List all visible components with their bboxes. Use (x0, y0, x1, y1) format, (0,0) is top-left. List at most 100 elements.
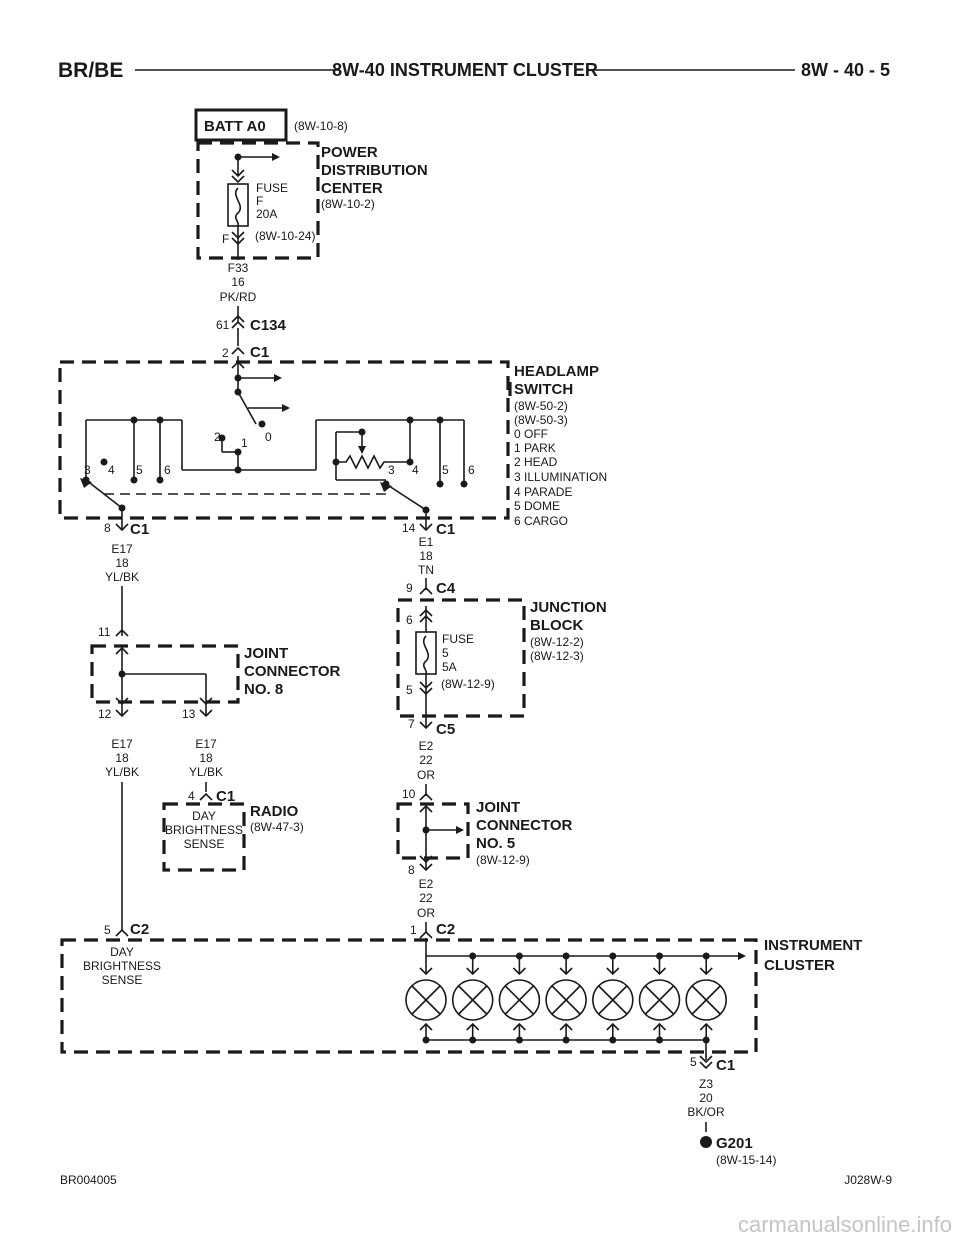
cluster-c2-left-connector: C2 (130, 921, 149, 938)
jb-fuse-ref: (8W-12-9) (441, 677, 495, 691)
jb-title-2: BLOCK (530, 617, 583, 634)
wire-e17-a-circuit: E17 (111, 542, 133, 556)
cluster-c1-pin: 5 (690, 1055, 697, 1069)
jb-ref-2: (8W-12-3) (530, 649, 584, 663)
joint5-ref: (8W-12-9) (476, 853, 530, 867)
pdc-ref: (8W-10-2) (321, 197, 375, 211)
pdc-fuse-ref: (8W-10-24) (255, 229, 315, 243)
lamp-icon (545, 952, 587, 1044)
wire-e2-b-color: OR (417, 906, 435, 920)
joint8-pin-out2: 13 (182, 707, 196, 721)
jb-pin-bottom: 5 (406, 683, 413, 697)
headlamp-ref-1: (8W-50-2) (514, 399, 568, 413)
right-num-6: 6 (468, 463, 475, 477)
headlamp-c1-outputs: 8 C1 14 C1 E17 18 YL/BK E1 18 TN (104, 508, 455, 584)
switch-pos-1: 1 (241, 436, 248, 450)
pdc-title-1: POWER (321, 144, 378, 161)
switch-position-dome: 5 DOME (514, 499, 560, 513)
wire-e2-a-circuit: E2 (419, 739, 434, 753)
cluster-text-3: SENSE (102, 973, 143, 987)
c134-pin: 61 (216, 318, 230, 332)
pdc-pin: F (222, 232, 229, 246)
cluster-c2-right-pin: 1 (410, 923, 417, 937)
radio-text-2: BRIGHTNESS (165, 823, 243, 837)
switch-pos-2: 2 (214, 430, 221, 444)
switch-position-head: 2 HEAD (514, 455, 558, 469)
lamp-icon (685, 952, 728, 1044)
cluster-text-2: BRIGHTNESS (83, 959, 161, 973)
wire-f33-color: PK/RD (220, 290, 257, 304)
radio-pin: 4 (188, 789, 195, 803)
junction-block: 9 C4 6 5 FUSE 5 5A (8W-12-9) JUNCTION BL… (396, 578, 607, 782)
cluster-text-1: DAY (110, 945, 134, 959)
pdc-title-3: CENTER (321, 180, 383, 197)
jb-fuse-line-2: 5 (442, 646, 449, 660)
jb-ref-1: (8W-12-2) (530, 635, 584, 649)
wire-e17-b-gauge: 18 (115, 751, 129, 765)
joint8-title-1: JOINT (244, 645, 288, 662)
ground-icon (700, 1136, 712, 1148)
wire-e17-c-color: YL/BK (189, 765, 223, 779)
joint5-title-1: JOINT (476, 799, 520, 816)
cluster-title-2: CLUSTER (764, 957, 835, 974)
switch-position-park: 1 PARK (514, 441, 556, 455)
cluster-c2-left-pin: 5 (104, 923, 111, 937)
c134-connector: C134 (250, 317, 287, 334)
ground-name: G201 (716, 1135, 753, 1152)
headlamp-c1-left-connector: C1 (130, 521, 149, 538)
left-num-5: 5 (136, 463, 143, 477)
wire-e2-b-circuit: E2 (419, 877, 434, 891)
switch-position-cargo: 6 CARGO (514, 514, 568, 528)
wire-e1-circuit: E1 (419, 535, 434, 549)
c4-pin: 9 (406, 581, 413, 595)
wire-e1-gauge: 18 (419, 549, 433, 563)
right-num-4: 4 (412, 463, 419, 477)
c4-connector: C4 (436, 580, 456, 597)
wire-e2-b-gauge: 22 (419, 891, 433, 905)
watermark: carmanualsonline.info (738, 1212, 952, 1237)
radio-title: RADIO (250, 803, 299, 820)
page-footer: BR004005 J028W-9 carmanualsonline.info (60, 1173, 952, 1237)
batt-label: BATT A0 (204, 118, 266, 135)
radio-text-3: SENSE (184, 837, 225, 851)
right-num-5: 5 (442, 463, 449, 477)
wire-f33-circuit: F33 (228, 261, 249, 275)
lamp-icon (498, 952, 541, 1044)
ground-ref: (8W-15-14) (716, 1153, 776, 1167)
joint-connector-8: 11 12 13 JOINT CONNECTOR NO. 8 E17 18 YL… (90, 586, 341, 930)
jb-fuse-line-3: 5A (442, 660, 457, 674)
pdc-fuse-line-2: F (256, 194, 263, 208)
headlamp-title-1: HEADLAMP (514, 363, 599, 380)
page-header: BR/BE 8W-40 INSTRUMENT CLUSTER 8W - 40 -… (58, 59, 890, 82)
instrument-cluster: 5 C2 1 C2 DAY BRIGHTNESS SENSE INSTRUMEN… (60, 921, 862, 1167)
pdc-title-2: DISTRIBUTION (321, 162, 428, 179)
joint8-pin-out1: 12 (98, 707, 112, 721)
lamp-icon (451, 952, 494, 1044)
pdc-fuse-line-3: 20A (256, 207, 277, 221)
batt-ref: (8W-10-8) (294, 119, 348, 133)
header-left: BR/BE (58, 59, 123, 82)
headlamp-ref-2: (8W-50-3) (514, 413, 568, 427)
wire-e2-a-color: OR (417, 768, 435, 782)
headlamp-c1-top-pin: 2 (222, 346, 229, 360)
footer-right: J028W-9 (844, 1173, 892, 1187)
cluster-c2-right-connector: C2 (436, 921, 455, 938)
wire-e17-c-circuit: E17 (195, 737, 217, 751)
wire-z3-circuit: Z3 (699, 1077, 713, 1091)
headlamp-c1-left-pin: 8 (104, 521, 111, 535)
joint8-title-2: CONNECTOR (244, 663, 341, 680)
joint5-title-2: CONNECTOR (476, 817, 573, 834)
joint8-title-3: NO. 8 (244, 681, 283, 698)
wire-e17-c-gauge: 18 (199, 751, 213, 765)
joint8-pin-in: 11 (98, 625, 111, 639)
power-distribution-center: POWER DISTRIBUTION CENTER (8W-10-2) FUSE… (196, 141, 428, 260)
headlamp-switch: 2 1 0 3 4 5 6 (58, 356, 607, 528)
left-num-6: 6 (164, 463, 171, 477)
cluster-lamps (405, 952, 728, 1044)
radio-connector: C1 (216, 788, 235, 805)
wire-f33-gauge: 16 (231, 275, 245, 289)
radio-ref: (8W-47-3) (250, 820, 304, 834)
headlamp-c1-right-pin: 14 (402, 521, 416, 535)
cluster-c1-connector: C1 (716, 1057, 735, 1074)
